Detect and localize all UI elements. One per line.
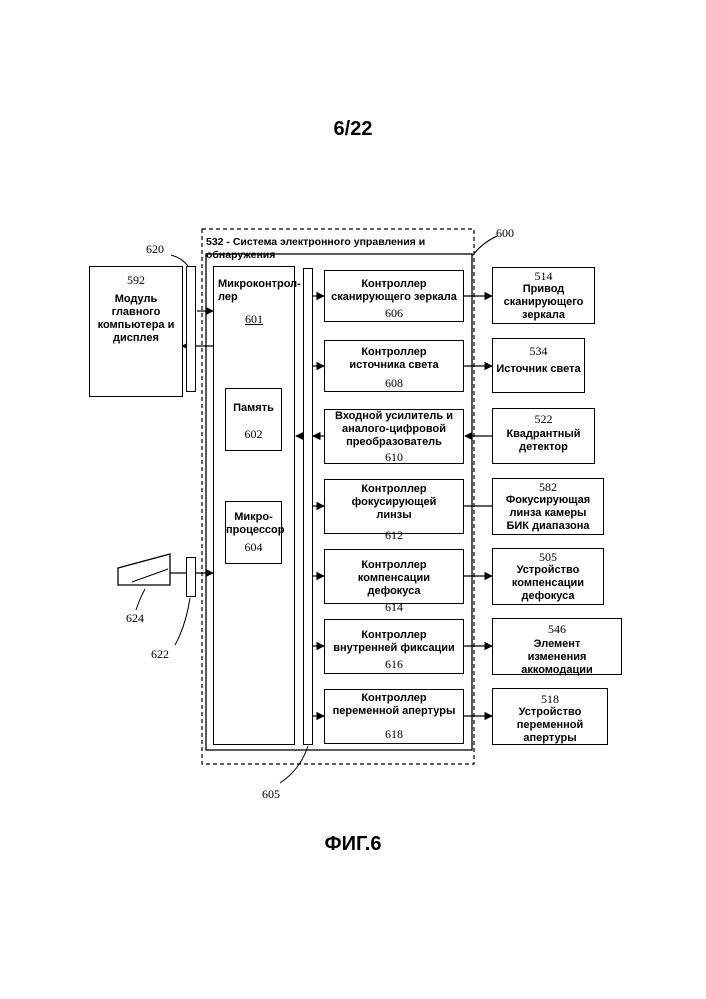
controller-label: Контроллер внутренней фиксации [325,629,463,655]
controller-number: 616 [325,657,463,671]
device-518: 518 Устройство переменной апертуры [492,688,608,745]
system-number: 600 [496,226,514,241]
host-link-number: 620 [146,242,164,257]
processor-box: Микро-процессор 604 [225,501,282,564]
device-number: 505 [493,550,603,564]
controller-label: Контроллер источника света [325,346,463,372]
controller-618: Контроллер переменной апертуры 618 [324,689,464,744]
device-number: 518 [493,692,607,706]
microcontroller-label: Микроконтрол-лер [214,278,288,304]
microcontroller-number: 601 [214,312,294,326]
device-label: Квадрантный детектор [493,428,594,454]
device-582: 582 Фокусирующая линза камеры БИК диапаз… [492,478,604,535]
device-546: 546 Элемент изменения аккомодации [492,618,622,675]
leader-620 [171,255,188,266]
controller-label: Контроллер компенсации дефокуса [325,559,463,598]
controller-label: Контроллер сканирующего зеркала [325,278,463,304]
controller-label: Контроллер переменной апертуры [325,692,463,718]
leader-600 [472,236,497,256]
controller-number: 610 [325,450,463,464]
memory-label: Память [226,402,281,415]
controller-606: Контроллер сканирующего зеркала 606 [324,270,464,322]
system-title: 532 - Система электронного управления и … [206,236,472,262]
controller-614: Контроллер компенсации дефокуса 614 [324,549,464,604]
host-computer-box: 592 Модуль главного компьютера и дисплея [89,266,183,397]
bus-number: 605 [262,787,280,802]
controller-number: 612 [325,528,463,542]
device-522: 522 Квадрантный детектор [492,408,595,464]
processor-label: Микро-процессор [226,511,281,537]
controller-608: Контроллер источника света 608 [324,340,464,392]
controller-616: Контроллер внутренней фиксации 616 [324,619,464,674]
device-514: 514 Привод сканирующего зеркала [492,267,595,324]
device-label: Источник света [493,363,584,376]
device-number: 582 [493,480,603,494]
processor-number: 604 [226,540,281,554]
controller-label: Входной усилитель и аналого-цифровой пре… [325,410,463,449]
device-number: 514 [493,269,594,283]
device-label: Фокусирующая линза камеры БИК диапазона [493,494,603,533]
host-label: Модуль главного компьютера и дисплея [90,293,182,345]
device-534: 534 Источник света [492,338,585,393]
device-number: 534 [493,344,584,358]
controller-612: Контроллер фокусирующей линзы 612 [324,479,464,534]
controller-number: 618 [325,727,463,741]
device-505: 505 Устройство компенсации дефокуса [492,548,604,605]
memory-box: Память 602 [225,388,282,451]
device-number: 546 [493,622,621,636]
leader-624 [136,589,145,610]
device-label: Элемент изменения аккомодации [493,638,621,677]
controller-number: 608 [325,376,463,390]
memory-number: 602 [226,427,281,441]
camera-number: 624 [126,611,144,626]
controller-number: 614 [325,600,463,614]
camera-link-number: 622 [151,647,169,662]
controller-610: Входной усилитель и аналого-цифровой пре… [324,409,464,464]
host-interface-bar [186,266,196,392]
device-label: Устройство переменной апертуры [493,706,607,745]
camera-body [118,554,170,585]
device-label: Привод сканирующего зеркала [493,283,594,322]
controller-label: Контроллер фокусирующей линзы [325,483,463,522]
device-label: Устройство компенсации дефокуса [493,564,603,603]
camera-interface-bar [186,557,196,597]
data-bus [303,268,313,745]
device-number: 522 [493,412,594,426]
leader-622 [175,598,190,645]
host-number: 592 [90,273,182,287]
controller-number: 606 [325,306,463,320]
